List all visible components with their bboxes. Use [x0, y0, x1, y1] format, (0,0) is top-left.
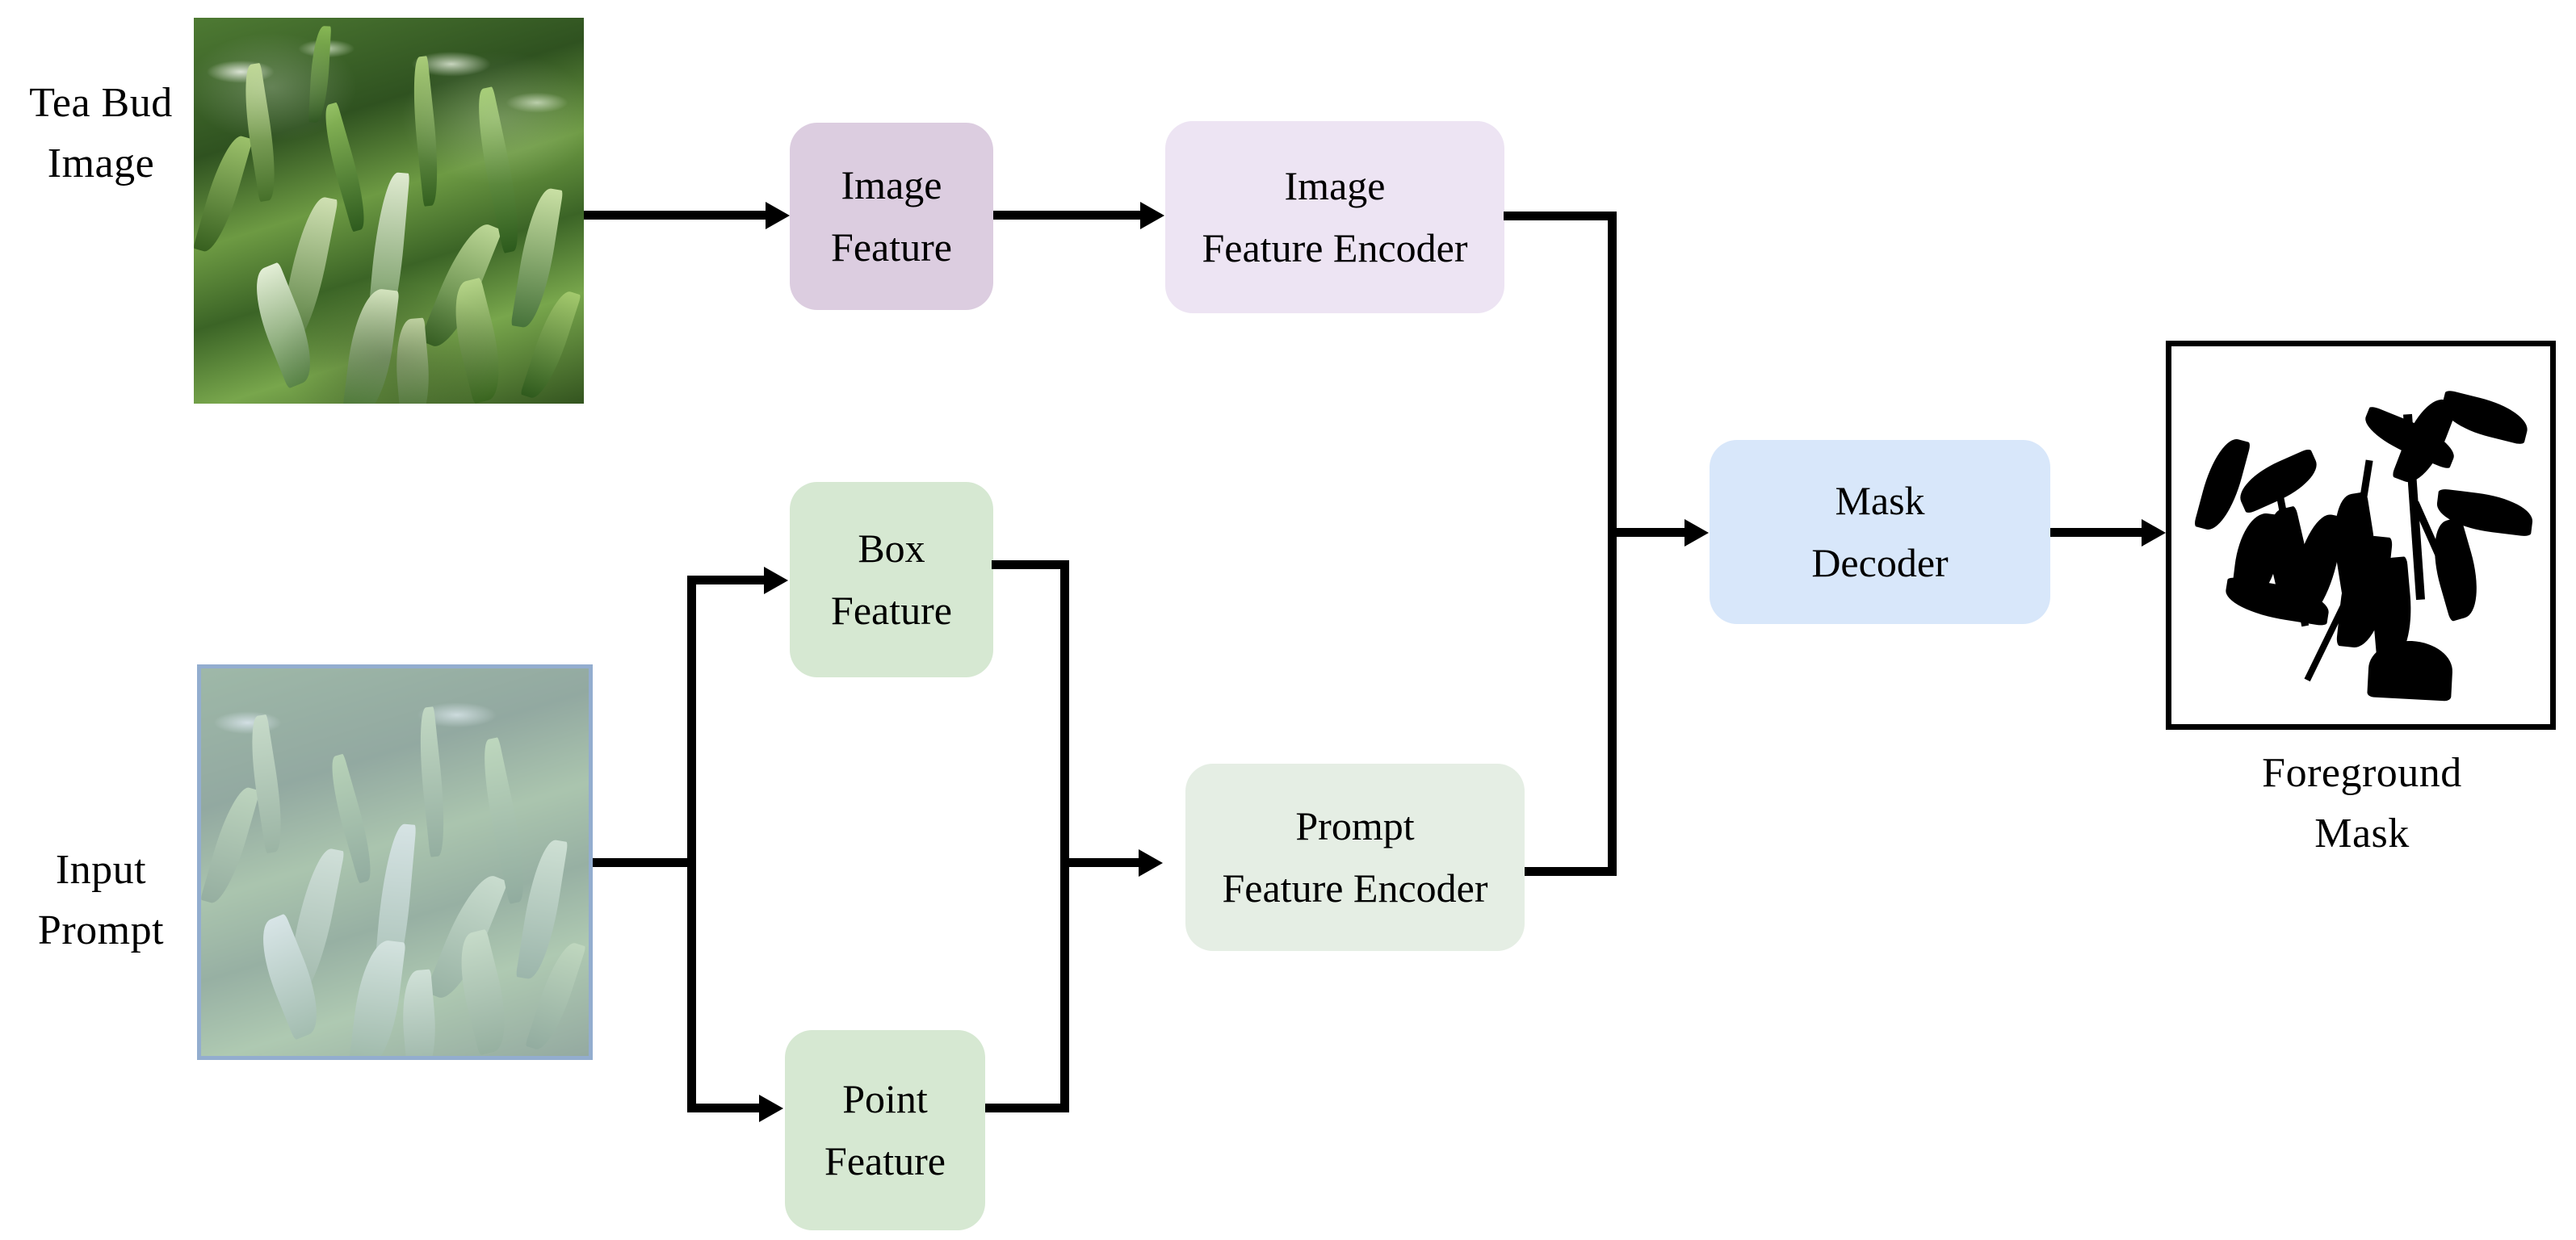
mask-leaf: [2193, 434, 2251, 535]
prompt-merge-rail-vertical: [1060, 560, 1069, 1112]
arrowhead-image-to-feature: [766, 202, 790, 229]
input-prompt-label: Input Prompt: [37, 847, 165, 954]
connector-prompt-enc-out-h: [1525, 867, 1617, 876]
arrowhead-prompt-merge-to-encoder: [1139, 849, 1163, 877]
connector-prompt-merge-to-encoder: [1068, 858, 1143, 867]
node-image-feature[interactable]: Image Feature: [790, 123, 993, 310]
arrowhead-merge-to-decoder: [1684, 519, 1709, 547]
node-box-feature-line2: Feature: [831, 588, 952, 633]
connector-point-out-h: [985, 1104, 1069, 1112]
foreground-mask-label: Foreground Mask: [2262, 750, 2462, 857]
split-rail-vertical: [687, 576, 696, 1112]
arrowhead-feature-to-encoder: [1140, 202, 1164, 229]
node-image-feature-encoder-line2: Feature Encoder: [1202, 225, 1468, 270]
connector-split-to-point: [694, 1104, 761, 1112]
mask-leaf: [2437, 388, 2532, 446]
node-prompt-feature-encoder[interactable]: Prompt Feature Encoder: [1185, 764, 1525, 951]
node-prompt-feature-encoder-line2: Feature Encoder: [1222, 865, 1488, 911]
foreground-mask-image: [2166, 341, 2556, 730]
connector-feature-to-encoder: [993, 211, 1140, 220]
node-image-feature-encoder[interactable]: Image Feature Encoder: [1165, 121, 1504, 313]
node-box-feature-line1: Box: [858, 525, 925, 571]
connector-split-to-box: [694, 576, 766, 584]
tea-bud-image-label: Tea Bud Image: [29, 80, 173, 187]
merge-rail-vertical: [1608, 212, 1617, 876]
connector-merge-to-decoder: [1615, 528, 1689, 537]
node-mask-decoder[interactable]: Mask Decoder: [1710, 440, 2050, 624]
node-mask-decoder-line1: Mask: [1835, 477, 1925, 523]
node-prompt-feature-encoder-line1: Prompt: [1295, 802, 1415, 848]
arrowhead-split-to-box: [764, 567, 788, 594]
photo-blur-overlay: [194, 18, 584, 404]
prompt-blue-tint-overlay: [201, 668, 589, 1056]
node-image-feature-line2: Feature: [831, 224, 952, 270]
node-box-feature[interactable]: Box Feature: [790, 482, 993, 677]
input-prompt-photo: [197, 664, 593, 1060]
node-point-feature-line1: Point: [842, 1075, 928, 1121]
connector-img-enc-out-h: [1504, 212, 1617, 220]
connector-decoder-to-mask: [2050, 528, 2142, 537]
connector-prompt-out-h: [593, 858, 696, 867]
node-point-feature[interactable]: Point Feature: [785, 1030, 985, 1230]
node-image-feature-encoder-line1: Image: [1284, 162, 1386, 208]
node-mask-decoder-line2: Decoder: [1811, 540, 1949, 585]
arrowhead-split-to-point: [759, 1095, 783, 1122]
connector-box-out-h: [992, 560, 1069, 569]
node-point-feature-line2: Feature: [824, 1138, 946, 1183]
tea-bud-image-photo: [194, 18, 584, 404]
arrowhead-decoder-to-mask: [2142, 519, 2166, 547]
connector-image-to-feature: [584, 211, 766, 220]
node-image-feature-line1: Image: [841, 161, 942, 207]
mask-leaf: [2367, 639, 2454, 702]
mask-leaf: [2423, 517, 2489, 622]
